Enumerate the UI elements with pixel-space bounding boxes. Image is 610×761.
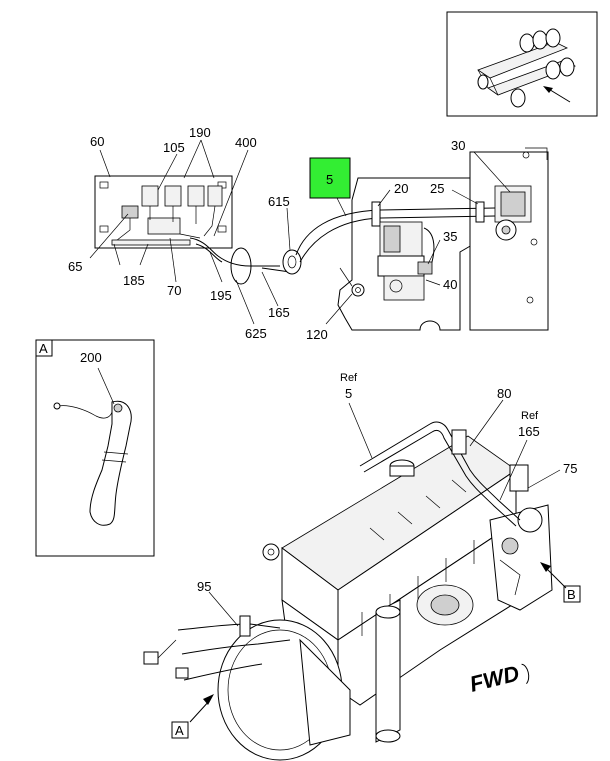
callout-95: 95 — [197, 579, 211, 594]
fwd-label: FWD — [467, 660, 522, 696]
callout-165: 165 — [268, 305, 290, 320]
callout-615: 615 — [268, 194, 290, 209]
detail-a-label: A — [39, 341, 48, 356]
callout-190: 190 — [189, 125, 211, 140]
module-assembly — [377, 221, 435, 301]
callout-ref-5: 5 — [345, 386, 352, 401]
lower-leader-lines — [189, 399, 567, 723]
callout-70: 70 — [167, 283, 181, 298]
forward-indicator: FWD — [467, 660, 530, 697]
callout-625: 625 — [245, 326, 267, 341]
callout-120: 120 — [306, 327, 328, 342]
lower-callouts: Ref 5 80 Ref 165 75 95 — [197, 372, 577, 594]
callout-185: 185 — [123, 273, 145, 288]
callout-ref-165: 165 — [518, 424, 540, 439]
locator-inset — [446, 11, 598, 117]
upper-exploded-view — [94, 147, 549, 331]
ref-165-label: Ref — [521, 410, 539, 422]
view-tag-a: A — [171, 721, 189, 739]
callout-195: 195 — [210, 288, 232, 303]
svg-text:A: A — [175, 723, 184, 738]
highlighted-callout-box — [309, 157, 351, 199]
callout-400: 400 — [235, 135, 257, 150]
callout-20: 20 — [394, 181, 408, 196]
ref-5-label: Ref — [340, 372, 358, 384]
callout-75: 75 — [563, 461, 577, 476]
engine-assembly — [143, 421, 553, 761]
callout-200: 200 — [80, 350, 102, 365]
upper-callouts: 60 105 190 400 5 30 615 20 25 35 40 65 1… — [68, 125, 465, 342]
relay-panel — [94, 175, 233, 249]
callout-30: 30 — [451, 138, 465, 153]
callout-25: 25 — [430, 181, 444, 196]
callout-80: 80 — [497, 386, 511, 401]
callout-5-highlighted: 5 — [326, 172, 333, 187]
callout-60: 60 — [90, 134, 104, 149]
callout-40: 40 — [443, 277, 457, 292]
svg-text:B: B — [567, 587, 576, 602]
callout-65: 65 — [68, 259, 82, 274]
view-tag-b: B — [563, 585, 581, 603]
callout-105: 105 — [163, 140, 185, 155]
detail-a-panel: A 200 — [35, 339, 155, 557]
callout-35: 35 — [443, 229, 457, 244]
upper-leader-lines — [89, 139, 511, 325]
